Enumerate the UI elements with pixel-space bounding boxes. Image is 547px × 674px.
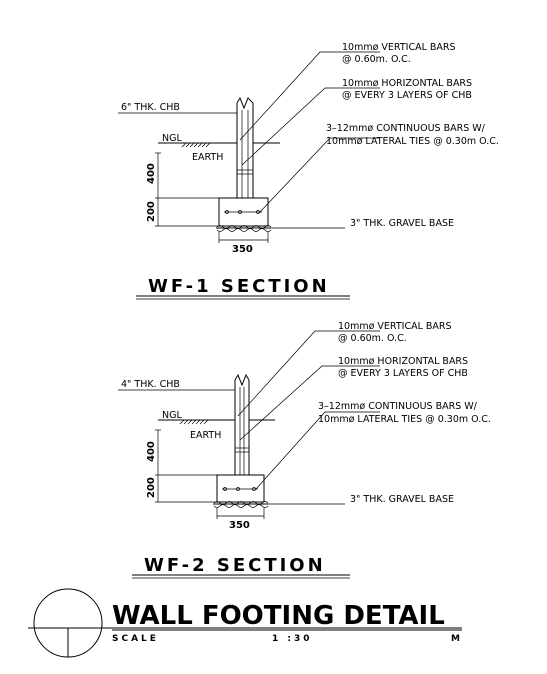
vertical-bars-label: 10mmø VERTICAL BARS xyxy=(338,321,452,332)
earth-label: EARTH xyxy=(190,430,221,441)
horizontal-bars-label: 10mmø HORIZONTAL BARS xyxy=(338,356,468,367)
earth-label: EARTH xyxy=(192,152,223,163)
continuous-bars-label: 3–12mmø CONTINUOUS BARS W/ xyxy=(326,123,486,134)
lateral-ties-label: 10mmø LATERAL TIES @ 0.30m O.C. xyxy=(318,414,491,425)
title-block: WALL FOOTING DETAIL SCALE 1 :30 M xyxy=(28,588,463,658)
vertical-bars-label: 10mmø VERTICAL BARS xyxy=(342,42,456,53)
main-title: WALL FOOTING DETAIL xyxy=(112,601,445,631)
footing xyxy=(218,197,269,227)
gravel-base-label: 3" THK. GRAVEL BASE xyxy=(350,218,454,229)
section-wf1: 10mmø VERTICAL BARS @ 0.60m. O.C. 10mmø … xyxy=(118,42,499,300)
section-wf2: 10mmø VERTICAL BARS @ 0.60m. O.C. 10mmø … xyxy=(118,321,491,579)
dim-200: 200 xyxy=(146,477,157,498)
section-title: WF-1 SECTION xyxy=(148,276,330,297)
dim-350: 350 xyxy=(232,244,253,255)
dim-200: 200 xyxy=(146,201,157,222)
scale-unit: M xyxy=(451,634,463,644)
vertical-bars-spacing: @ 0.60m. O.C. xyxy=(338,333,407,344)
horizontal-bars-spacing: @ EVERY 3 LAYERS OF CHB xyxy=(338,368,468,379)
chb-label: 4" THK. CHB xyxy=(121,379,180,390)
chb-label: 6" THK. CHB xyxy=(121,102,180,113)
scale-label: SCALE xyxy=(112,634,159,644)
gravel-base xyxy=(216,225,272,232)
horizontal-bars-spacing: @ EVERY 3 LAYERS OF CHB xyxy=(342,90,472,101)
vertical-bars-spacing: @ 0.60m. O.C. xyxy=(342,54,411,65)
continuous-bars-label: 3–12mmø CONTINUOUS BARS W/ xyxy=(318,401,478,412)
lateral-ties-label: 10mmø LATERAL TIES @ 0.30m O.C. xyxy=(326,136,499,147)
gravel-base-label: 3" THK. GRAVEL BASE xyxy=(350,494,454,505)
ngl-label: NGL xyxy=(162,410,182,421)
footing xyxy=(216,474,265,503)
scale-value: 1 :30 xyxy=(272,634,313,644)
chb-wall xyxy=(236,96,254,198)
section-title: WF-2 SECTION xyxy=(144,555,326,576)
horizontal-bars-label: 10mmø HORIZONTAL BARS xyxy=(342,78,472,89)
gravel-base xyxy=(213,501,269,508)
dim-400: 400 xyxy=(146,441,157,462)
chb-wall xyxy=(234,373,250,475)
dim-350: 350 xyxy=(229,520,250,531)
ngl-label: NGL xyxy=(162,133,182,144)
dim-400: 400 xyxy=(146,163,157,184)
